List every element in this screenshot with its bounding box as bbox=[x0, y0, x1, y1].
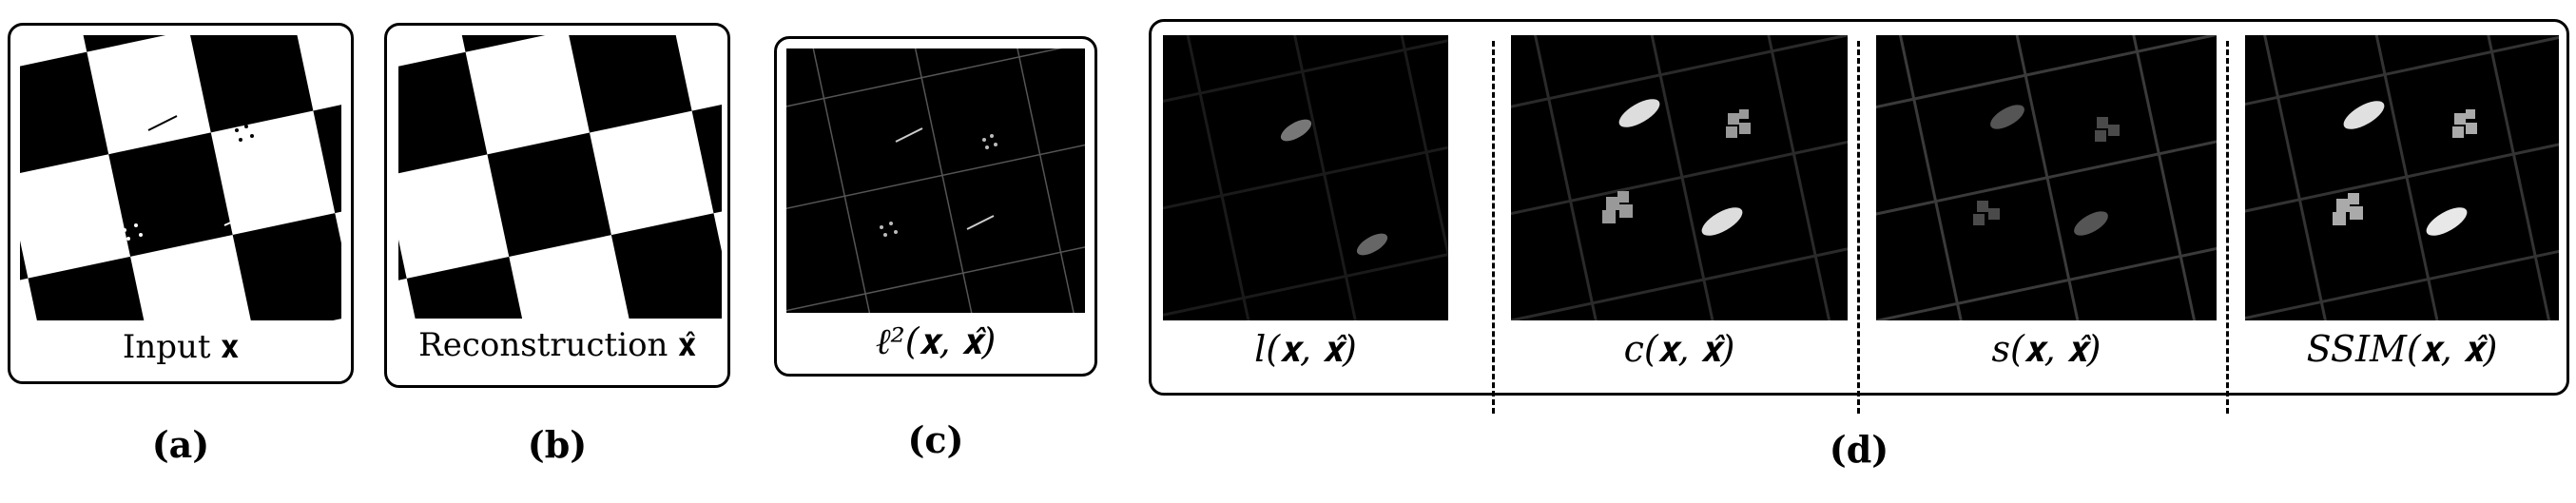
ssim-caption: SSIM(𝐱, 𝐱̂) bbox=[2306, 328, 2498, 370]
panel-b-caption: Reconstruction 𝐱̂ bbox=[418, 326, 696, 364]
structure-caption: s(𝐱, 𝐱̂) bbox=[1991, 328, 2101, 370]
panel-a-frame: Input 𝐱 bbox=[8, 23, 354, 384]
ssim-map-image bbox=[2245, 35, 2559, 320]
panel-c-caption: ℓ²(𝐱, 𝐱̂) bbox=[875, 320, 997, 362]
panel-b-label: (b) bbox=[527, 423, 588, 466]
panel-d-label: (d) bbox=[1829, 428, 1889, 471]
contrast-caption: c(𝐱, 𝐱̂) bbox=[1623, 328, 1735, 370]
l2-error-image bbox=[786, 48, 1085, 313]
luminance-map-image bbox=[1163, 35, 1448, 320]
structure-map-image bbox=[1876, 35, 2217, 320]
panel-b-frame: Reconstruction 𝐱̂ bbox=[384, 23, 730, 388]
divider-3 bbox=[2226, 41, 2229, 414]
input-image bbox=[20, 35, 341, 320]
divider-2 bbox=[1857, 41, 1860, 414]
divider-1 bbox=[1492, 41, 1495, 414]
luminance-caption: l(𝐱, 𝐱̂) bbox=[1254, 328, 1357, 370]
reconstruction-image bbox=[398, 35, 722, 319]
panel-a-caption: Input 𝐱 bbox=[122, 328, 240, 366]
contrast-map-image bbox=[1511, 35, 1848, 320]
panel-c-frame: ℓ²(𝐱, 𝐱̂) bbox=[774, 36, 1097, 377]
panel-c-label: (c) bbox=[907, 418, 964, 461]
panel-d-frame: l(𝐱, 𝐱̂) c(𝐱, 𝐱̂) s(𝐱, 𝐱 bbox=[1149, 19, 2569, 414]
panel-a-label: (a) bbox=[151, 423, 210, 466]
